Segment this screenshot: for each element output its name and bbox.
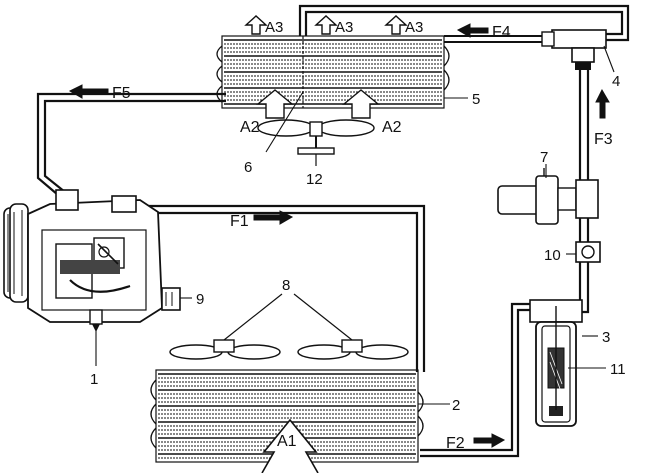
label-a3-3: A3 (405, 19, 423, 36)
label-2: 2 (452, 397, 460, 414)
refrigerant-lines (36, 4, 630, 458)
evaporator-fans (169, 293, 409, 360)
condenser (216, 35, 450, 109)
refrigerant-sensor (497, 168, 599, 225)
label-11: 11 (610, 361, 626, 378)
label-4: 4 (612, 73, 620, 90)
evaporator (150, 369, 424, 463)
label-12: 12 (306, 171, 323, 188)
flow-arrows (68, 23, 610, 448)
label-a2-right: A2 (382, 119, 402, 136)
label-a2-left: A2 (240, 119, 260, 136)
compressor (3, 189, 181, 332)
label-f5: F5 (112, 85, 131, 102)
label-a1: A1 (277, 433, 297, 450)
component-labels: 1 2 3 4 5 6 7 8 9 10 11 12 (90, 73, 626, 414)
label-f2: F2 (446, 435, 465, 452)
label-a3-1: A3 (265, 19, 283, 36)
label-f4: F4 (492, 24, 511, 41)
label-f1: F1 (230, 213, 249, 230)
airflow-a3-arrows (244, 15, 408, 35)
airflow-a1-arrow (261, 418, 319, 473)
label-f3: F3 (594, 131, 613, 148)
label-5: 5 (472, 91, 480, 108)
pipe-junction (444, 29, 607, 70)
label-7: 7 (540, 149, 548, 166)
label-3: 3 (602, 329, 610, 346)
label-9: 9 (196, 291, 204, 308)
flow-labels: F1 F2 F3 F4 F5 (112, 24, 613, 452)
label-1: 1 (90, 371, 98, 388)
label-10: 10 (544, 247, 561, 264)
label-a3-2: A3 (335, 19, 353, 36)
check-valve (575, 241, 601, 263)
condenser-fan (257, 119, 375, 166)
label-6: 6 (244, 159, 252, 176)
airflow-labels: A1 A2 A2 A3 A3 A3 (240, 19, 423, 450)
label-8: 8 (282, 277, 290, 294)
leader-lines (95, 45, 615, 405)
receiver-drier (529, 299, 583, 427)
airflow-a2-arrows (256, 89, 380, 119)
